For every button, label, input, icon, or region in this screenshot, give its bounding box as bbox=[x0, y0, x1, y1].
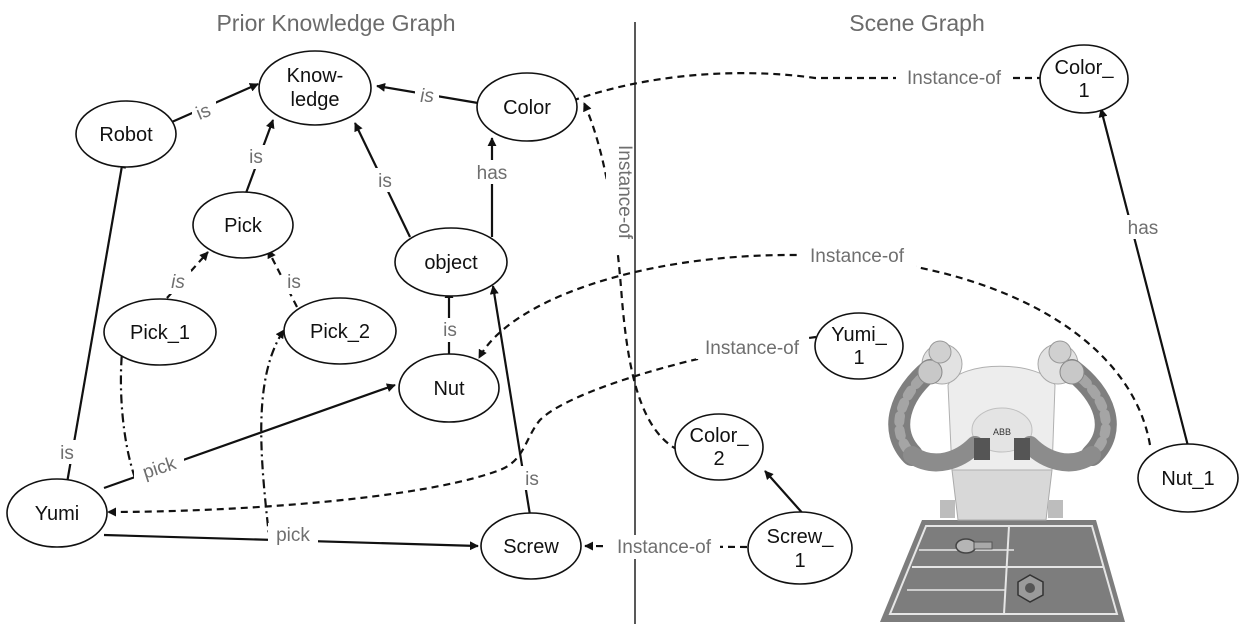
label-nut-object: is bbox=[443, 320, 457, 341]
node-color-1: Color_ 1 bbox=[1039, 44, 1129, 114]
svg-text:ledge: ledge bbox=[291, 89, 340, 111]
svg-text:Pick: Pick bbox=[224, 215, 263, 237]
node-pick-2: Pick_2 bbox=[283, 297, 397, 365]
edge-screw1-color2 bbox=[764, 470, 806, 517]
edge-pick2-pick bbox=[267, 249, 298, 308]
svg-text:1: 1 bbox=[1078, 80, 1089, 102]
edge-yumi-pick1 bbox=[117, 341, 137, 479]
label-pick2-pick: is bbox=[287, 272, 301, 293]
label-pick1-pick: is bbox=[171, 272, 185, 293]
svg-text:2: 2 bbox=[713, 448, 724, 470]
svg-text:Pick_2: Pick_2 bbox=[310, 321, 370, 343]
node-object: object bbox=[394, 227, 508, 297]
edge-nut1-color1 bbox=[1098, 108, 1190, 447]
node-robot: Robot bbox=[75, 100, 177, 168]
label-color-knowledge: is bbox=[420, 86, 434, 107]
label-pick-knowledge: is bbox=[249, 147, 263, 168]
svg-text:Robot: Robot bbox=[99, 124, 153, 146]
edge-color1-color bbox=[565, 72, 1044, 105]
node-yumi: Yumi bbox=[6, 478, 108, 548]
svg-text:Yumi: Yumi bbox=[35, 503, 79, 525]
svg-text:Screw_: Screw_ bbox=[767, 526, 835, 548]
svg-text:Nut_1: Nut_1 bbox=[1161, 468, 1214, 490]
svg-text:1: 1 bbox=[794, 550, 805, 572]
edge-yumi-robot bbox=[65, 159, 127, 484]
edge-pickfromscrew-pick2 bbox=[260, 329, 285, 546]
svg-text:Nut: Nut bbox=[433, 378, 465, 400]
svg-text:object: object bbox=[424, 252, 478, 274]
label-nut1-color1: has bbox=[1128, 218, 1159, 239]
node-pick-1: Pick_1 bbox=[103, 298, 217, 366]
label-yumi1-yumi: Instance-of bbox=[705, 338, 800, 359]
robot-illustration: ABB bbox=[880, 340, 1125, 622]
node-pick: Pick bbox=[192, 191, 294, 259]
svg-text:1: 1 bbox=[853, 347, 864, 369]
scene-graph-title: Scene Graph bbox=[849, 10, 985, 36]
svg-text:Pick_1: Pick_1 bbox=[130, 322, 190, 344]
nodes: Know- ledge Robot Color Pick object Pick… bbox=[6, 44, 1239, 585]
node-screw: Screw bbox=[480, 512, 582, 580]
svg-text:Screw: Screw bbox=[503, 536, 559, 558]
label-screw1-screw: Instance-of bbox=[617, 537, 712, 558]
node-yumi-1: Yumi_ 1 bbox=[814, 312, 904, 380]
svg-text:Color_: Color_ bbox=[690, 425, 750, 447]
node-nut-1: Nut_1 bbox=[1137, 443, 1239, 513]
node-knowledge: Know- ledge bbox=[258, 50, 372, 126]
node-color-2: Color_ 2 bbox=[674, 413, 764, 481]
label-screw-object: is bbox=[525, 469, 539, 490]
edge-color2-color bbox=[582, 102, 679, 451]
label-yumi-screw: pick bbox=[276, 525, 310, 546]
svg-text:Yumi_: Yumi_ bbox=[831, 324, 887, 346]
node-nut: Nut bbox=[398, 353, 500, 423]
svg-text:ABB: ABB bbox=[993, 427, 1011, 437]
label-object-color: has bbox=[477, 163, 508, 184]
edge-labels: is is is is has is is is is is pick pick… bbox=[56, 66, 1164, 559]
prior-knowledge-graph-title: Prior Knowledge Graph bbox=[216, 10, 455, 36]
label-color2-color: Instance-of bbox=[614, 145, 635, 240]
node-color: Color bbox=[476, 72, 578, 142]
svg-text:Color: Color bbox=[503, 97, 551, 119]
label-color1-color: Instance-of bbox=[907, 68, 1002, 89]
label-yumi-robot: is bbox=[60, 443, 74, 464]
node-screw-1: Screw_ 1 bbox=[747, 511, 853, 585]
svg-text:Color_: Color_ bbox=[1055, 57, 1115, 79]
label-nut1-nut: Instance-of bbox=[810, 246, 905, 267]
edge-yumi1-yumi bbox=[107, 335, 817, 517]
label-object-knowledge: is bbox=[378, 171, 392, 192]
svg-text:Know-: Know- bbox=[287, 65, 344, 87]
